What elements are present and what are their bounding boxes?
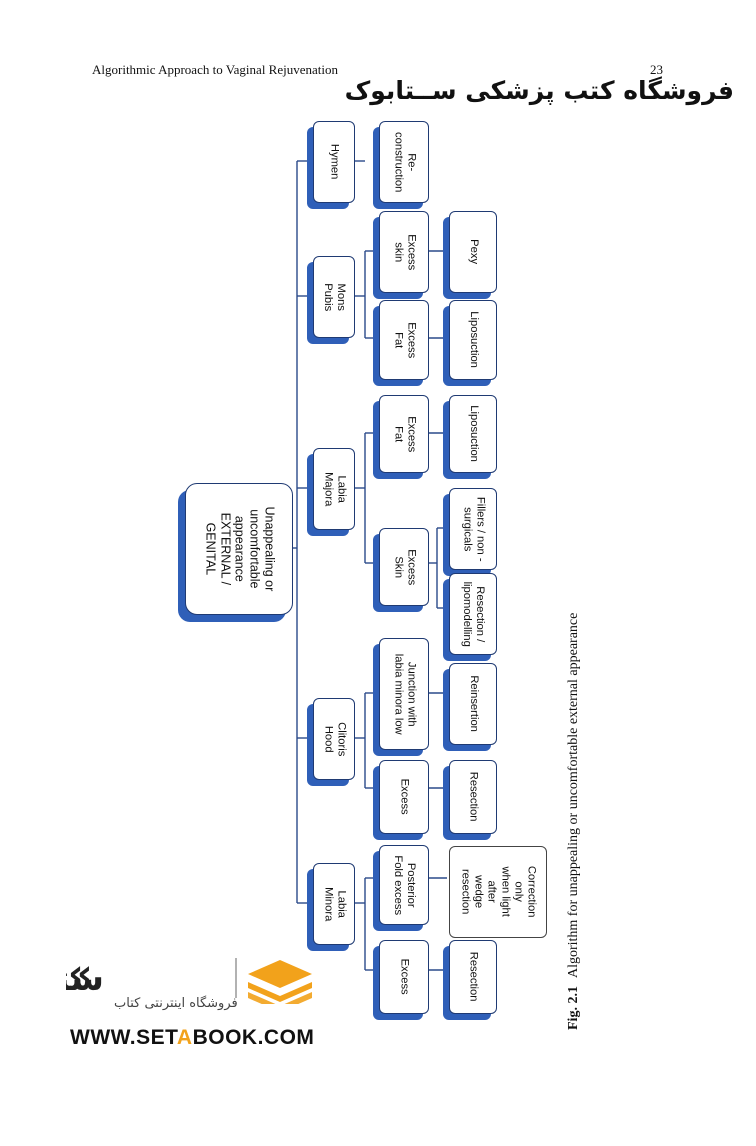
node-majora-excess-skin-label: Excess Skin (392, 548, 418, 586)
node-hood-junction: Junction with labia minora low (379, 638, 429, 750)
node-majora-excess-fat-label: Excess Fat (392, 415, 418, 453)
setabook-wordmark-icon: « ستابوک (66, 952, 312, 1004)
node-hymen-label: Hymen (328, 144, 341, 180)
node-hymen-reconstruction-label: Re- construction (392, 131, 418, 193)
node-hymen-reconstruction: Re- construction (379, 121, 429, 203)
node-minora-correction-note-label: Correction only when light after wedge r… (459, 866, 538, 918)
node-majora-excess-fat: Excess Fat (379, 395, 429, 473)
figure-caption: Fig. 2.1 Algorithm for unappealing or unc… (566, 613, 582, 1030)
node-minora-resection-label: Resection (467, 952, 480, 1002)
node-minora-posterior-fold: Posterior Fold excess (379, 845, 429, 925)
node-mons-excess-fat-label: Excess Fat (392, 321, 418, 359)
node-minora-posterior-fold-label: Posterior Fold excess (392, 855, 418, 915)
node-minora-correction-note: Correction only when light after wedge r… (449, 846, 547, 938)
node-mons-excess-fat: Excess Fat (379, 300, 429, 380)
node-labia-majora-label: Labia Majora (321, 471, 348, 507)
node-majora-fillers: Fillers / non - surgicals (449, 488, 497, 570)
algorithm-flowchart: Unappealing or uncomfortable appearance … (185, 118, 555, 1028)
logo-chevron-mark: « (68, 952, 93, 995)
node-hood-resection: Resection (449, 760, 497, 834)
logo-brand-persian: ستابوک (66, 959, 104, 999)
node-majora-excess-skin: Excess Skin (379, 528, 429, 606)
node-hood-resection-label: Resection (467, 772, 480, 822)
node-minora-excess: Excess (379, 940, 429, 1014)
node-clitoris-hood: Clitoris Hood (313, 698, 355, 780)
node-mons-liposuction: Liposuction (449, 300, 497, 380)
node-labia-minora: Labia Minora (313, 863, 355, 945)
node-hood-excess: Excess (379, 760, 429, 834)
setabook-logo: « ستابوک فروشگاه اینترنتی کتاب WWW.SETAB… (62, 948, 332, 1058)
node-mons-pexy-label: Pexy (467, 239, 480, 265)
node-mons-excess-skin-label: Excess skin (392, 233, 418, 271)
figure-caption-label: Fig. 2.1 (566, 986, 581, 1030)
node-mons-liposuction-label: Liposuction (467, 311, 480, 369)
node-clitoris-hood-label: Clitoris Hood (322, 721, 348, 757)
running-head: Algorithmic Approach to Vaginal Rejuvena… (92, 62, 338, 77)
logo-tagline: فروشگاه اینترنتی کتاب (114, 996, 238, 1011)
node-root-label: Unappealing or uncomfortable appearance … (202, 506, 276, 592)
node-majora-resection-lipomodelling-label: Resection / lipomodelling (461, 581, 487, 647)
setabook-emblem-icon (248, 960, 312, 1004)
figure-caption-text: Algorithm for unappealing or uncomfortab… (566, 612, 581, 979)
node-mons-pexy: Pexy (449, 211, 497, 293)
node-labia-minora-label: Labia Minora (321, 886, 348, 922)
node-hood-excess-label: Excess (398, 778, 411, 816)
node-hood-junction-label: Junction with labia minora low (392, 653, 418, 735)
node-majora-liposuction-label: Liposuction (467, 405, 480, 463)
node-majora-liposuction: Liposuction (449, 395, 497, 473)
node-root: Unappealing or uncomfortable appearance … (185, 483, 293, 615)
logo-url: WWW.SETABOOK.COM (70, 1026, 315, 1049)
node-labia-majora: Labia Majora (313, 448, 355, 530)
node-mons-excess-skin: Excess skin (379, 211, 429, 293)
page-number: 23 (650, 62, 663, 77)
node-hood-reinsertion: Reinsertion (449, 663, 497, 745)
node-mons-pubis-label: Mons Pubis (322, 283, 348, 311)
node-minora-resection: Resection (449, 940, 497, 1014)
store-banner: فروشگاه کتب پزشکی ســتابوک (344, 76, 734, 105)
node-majora-fillers-label: Fillers / non - surgicals (461, 496, 487, 562)
node-minora-excess-label: Excess (398, 958, 411, 996)
node-hymen: Hymen (313, 121, 355, 203)
node-mons-pubis: Mons Pubis (313, 256, 355, 338)
node-hood-reinsertion-label: Reinsertion (467, 675, 480, 733)
flowchart-connectors (291, 160, 447, 971)
node-majora-resection-lipomodelling: Resection / lipomodelling (449, 573, 497, 655)
